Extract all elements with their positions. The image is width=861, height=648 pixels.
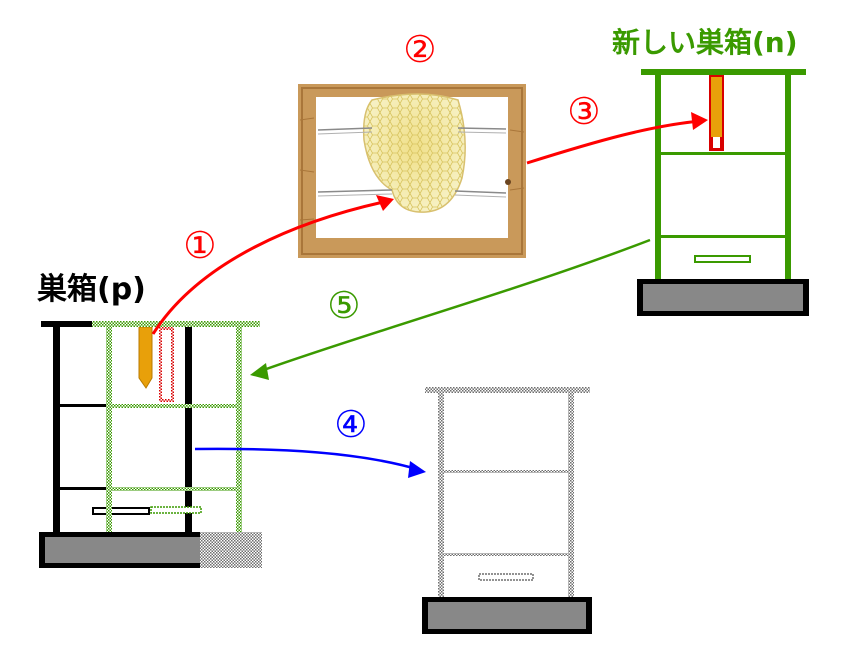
step-5-number: ⑤: [327, 284, 361, 327]
empty-hive: [422, 387, 592, 634]
hive-p-comb: [138, 326, 153, 389]
hive-p-stand-shifted: [200, 532, 262, 568]
hive-p-entrance: [92, 507, 150, 515]
hive-n-entrance: [694, 255, 751, 263]
step-3-number: ③: [567, 90, 601, 133]
step-4-number: ④: [334, 403, 368, 446]
hive-p-label: 巣箱(p): [37, 272, 146, 307]
arrow-3: [526, 112, 708, 165]
hive-n-divider-2: [661, 235, 785, 238]
hive-n-top-bar: [641, 69, 806, 75]
arrow-4: [194, 447, 426, 478]
hive-n: [637, 69, 809, 316]
hive-p: [39, 321, 262, 568]
hive-n-left-post: [655, 75, 661, 279]
hive-p-left-post: [53, 327, 60, 532]
hive-n-divider-1: [661, 152, 785, 155]
hive-p-stand: [39, 532, 208, 568]
empty-hive-stand: [422, 597, 592, 634]
hive-n-label: 新しい巣箱(n): [612, 26, 798, 59]
hive-n-stand: [637, 279, 809, 316]
comb-frame: [298, 84, 526, 258]
arrow-1: [151, 195, 394, 335]
arrow-5: [250, 238, 651, 380]
step-2-number: ②: [403, 28, 437, 71]
step-1-number: ①: [183, 224, 217, 267]
hive-p-shifted: [92, 321, 260, 532]
hive-n-right-post: [785, 75, 791, 279]
hive-p-right-post: [185, 327, 192, 532]
